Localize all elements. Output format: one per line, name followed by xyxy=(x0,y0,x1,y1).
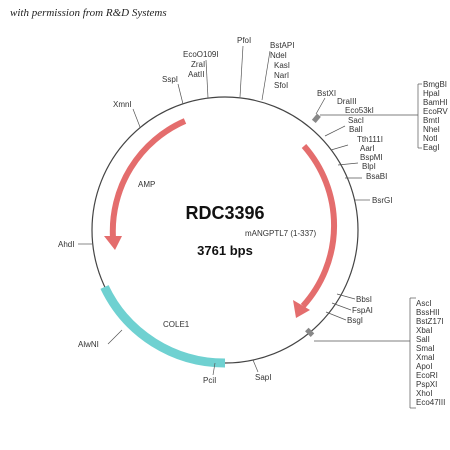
mcs-block-top xyxy=(311,113,321,123)
plasmid-size: 3761 bps xyxy=(197,243,253,258)
site-draiii: DraIII xyxy=(337,97,357,106)
plasmid-name: RDC3396 xyxy=(185,203,264,223)
amp-label: AMP xyxy=(138,180,155,189)
svg-text:BmtI: BmtI xyxy=(423,116,439,125)
site-ecoo109i: EcoO109I xyxy=(183,50,219,59)
site-fspai: FspAI xyxy=(352,306,373,315)
svg-text:BstZ17I: BstZ17I xyxy=(416,317,444,326)
site-ndei: NdeI xyxy=(270,51,287,60)
site-bstxi: BstXI xyxy=(317,89,336,98)
site-saci: SacI xyxy=(348,116,364,125)
svg-text:SmaI: SmaI xyxy=(416,344,435,353)
site-eco53ki: Eco53kI xyxy=(345,106,374,115)
site-alwni: AlwNI xyxy=(78,340,99,349)
svg-text:Eco47III: Eco47III xyxy=(416,398,445,407)
svg-text:PspXI: PspXI xyxy=(416,380,437,389)
svg-text:BmgBI: BmgBI xyxy=(423,80,447,89)
site-zrai: ZraI xyxy=(191,60,205,69)
svg-text:XmaI: XmaI xyxy=(416,353,435,362)
site-bsgi: BsgI xyxy=(347,316,363,325)
mcs-top-list: BmgBI HpaI BamHI EcoRV BmtI NheI NotI Ea… xyxy=(423,80,448,152)
svg-text:BssHII: BssHII xyxy=(416,308,440,317)
amp-arrow xyxy=(109,118,187,239)
cole1-feature xyxy=(100,285,226,368)
svg-text:EcoRI: EcoRI xyxy=(416,371,438,380)
site-kasi: KasI xyxy=(274,61,290,70)
site-bali: BalI xyxy=(349,125,363,134)
site-pfoi: PfoI xyxy=(237,36,251,45)
site-ahdi: AhdI xyxy=(58,240,74,249)
site-bstapi: BstAPI xyxy=(270,41,294,50)
svg-text:ApoI: ApoI xyxy=(416,362,432,371)
site-bspmi: BspMI xyxy=(360,153,383,162)
site-tth111i: Tth111I xyxy=(357,135,383,144)
svg-text:NotI: NotI xyxy=(423,134,438,143)
site-sfoi: SfoI xyxy=(274,81,288,90)
svg-text:BamHI: BamHI xyxy=(423,98,447,107)
mcs-bottom-list: AscI BssHII BstZ17I XbaI SalI SmaI XmaI … xyxy=(416,299,445,407)
site-sapi: SapI xyxy=(255,373,271,382)
svg-text:XbaI: XbaI xyxy=(416,326,432,335)
insert-arrow xyxy=(300,144,338,309)
site-sspi: SspI xyxy=(162,75,178,84)
site-pcii: PciI xyxy=(203,376,216,385)
site-blpi: BlpI xyxy=(362,162,376,171)
site-aari: AarI xyxy=(360,144,375,153)
svg-text:EcoRV: EcoRV xyxy=(423,107,448,116)
svg-text:XhoI: XhoI xyxy=(416,389,432,398)
site-bsrgi: BsrGI xyxy=(372,196,392,205)
mcs-block-bottom xyxy=(305,327,315,337)
site-xmni: XmnI xyxy=(113,100,132,109)
svg-text:AscI: AscI xyxy=(416,299,432,308)
cole1-label: COLE1 xyxy=(163,320,190,329)
svg-text:EagI: EagI xyxy=(423,143,439,152)
svg-text:NheI: NheI xyxy=(423,125,440,134)
site-bbsi: BbsI xyxy=(356,295,372,304)
credit-text: with permission from R&D Systems xyxy=(10,7,167,19)
site-aatii: AatII xyxy=(188,70,204,79)
svg-text:HpaI: HpaI xyxy=(423,89,440,98)
site-bsabi: BsaBI xyxy=(366,172,387,181)
site-nari: NarI xyxy=(274,71,289,80)
insert-arrowhead xyxy=(293,300,310,318)
svg-text:SalI: SalI xyxy=(416,335,430,344)
insert-label: mANGPTL7 (1-337) xyxy=(245,229,316,238)
amp-arrowhead xyxy=(104,236,122,250)
